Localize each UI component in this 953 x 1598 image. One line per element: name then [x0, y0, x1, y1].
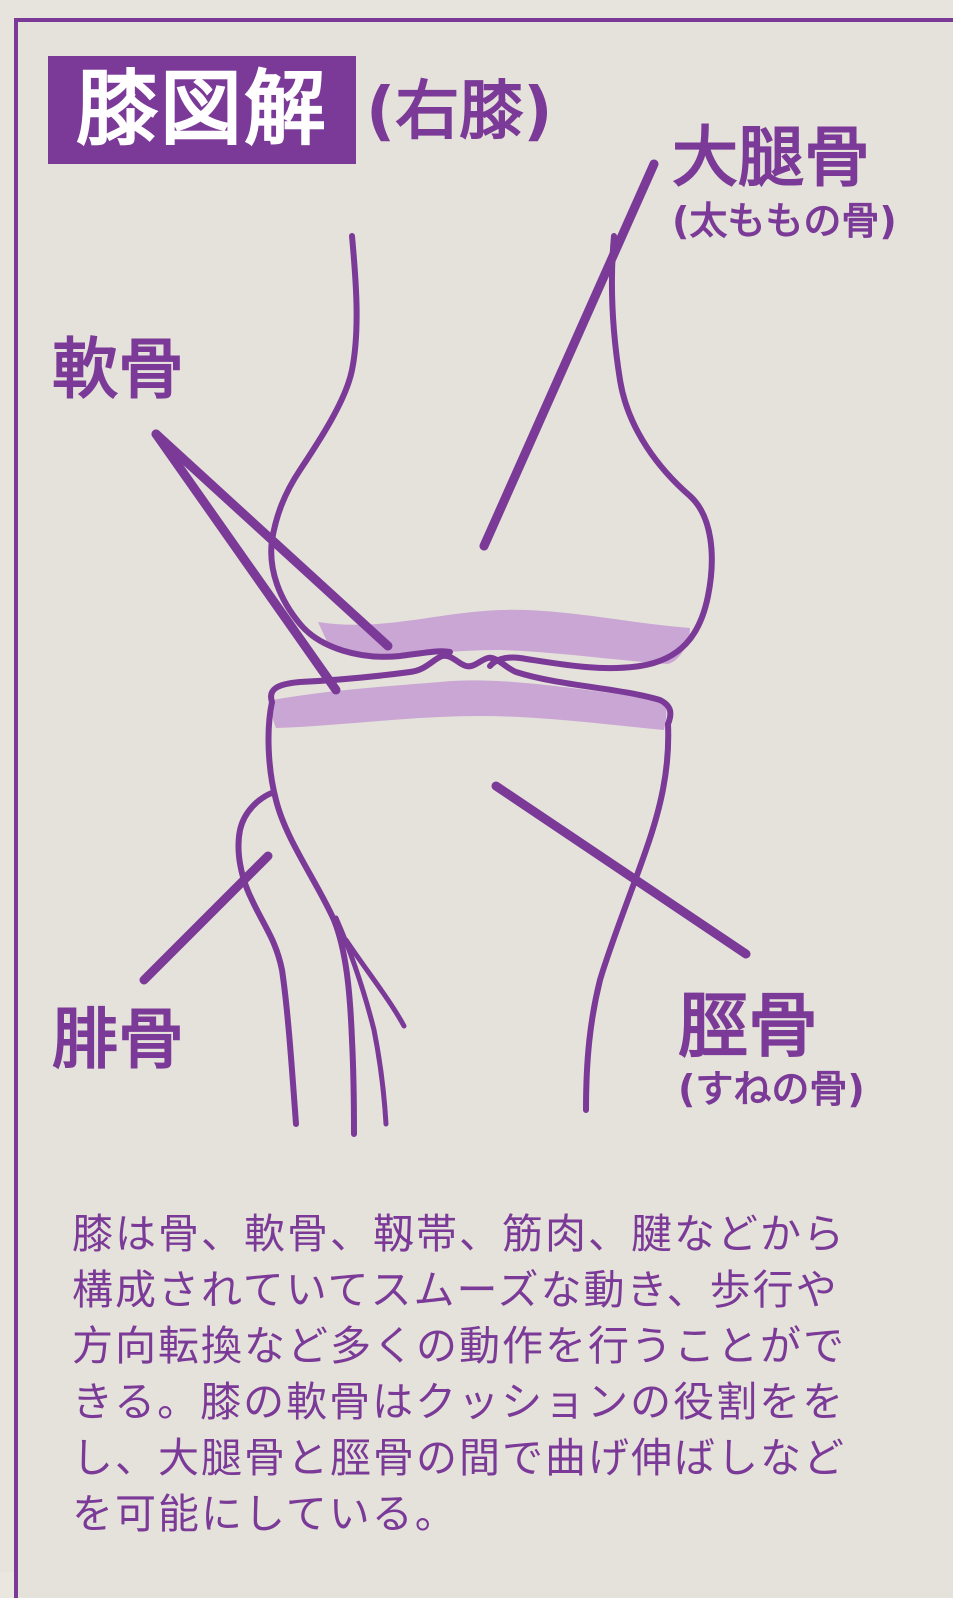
label-tibia: 脛骨: [678, 984, 818, 1068]
caption-line: を可能にしている。: [72, 1486, 892, 1542]
caption-line: 膝は骨、軟骨、靱帯、筋肉、腱などから: [72, 1206, 892, 1262]
label-cartilage: 軟骨: [52, 330, 184, 410]
label-femur: 大腿骨: [672, 118, 870, 198]
caption-line: 方向転換など多くの動作を行うことがで: [72, 1318, 892, 1374]
femur-leader: [484, 164, 654, 546]
fibula-head: [239, 792, 297, 1124]
caption-line: し、大腿骨と脛骨の間で曲げ伸ばしなど: [72, 1430, 892, 1486]
caption-line: 構成されていてスムーズな動き、歩行や: [72, 1262, 892, 1318]
femur-outline: [271, 236, 450, 657]
caption-line: きる。膝の軟骨はクッションの役割をを: [72, 1374, 892, 1430]
cartilage-leader-2: [156, 434, 336, 690]
tibia-leader: [496, 786, 746, 954]
tibia-outline-left: [269, 702, 354, 1134]
fibula-leader: [144, 856, 268, 980]
cartilage-leader-1: [156, 434, 388, 646]
label-femur-note: (太ももの骨): [672, 196, 897, 246]
label-tibia-note: (すねの骨): [678, 1064, 865, 1114]
tibia-outline-right: [586, 724, 668, 1110]
label-fibula: 腓骨: [52, 1000, 184, 1080]
tibia-inner-line-2: [346, 940, 404, 1026]
caption-text: 膝は骨、軟骨、靱帯、筋肉、腱などから 構成されていてスムーズな動き、歩行や 方向…: [72, 1206, 892, 1542]
